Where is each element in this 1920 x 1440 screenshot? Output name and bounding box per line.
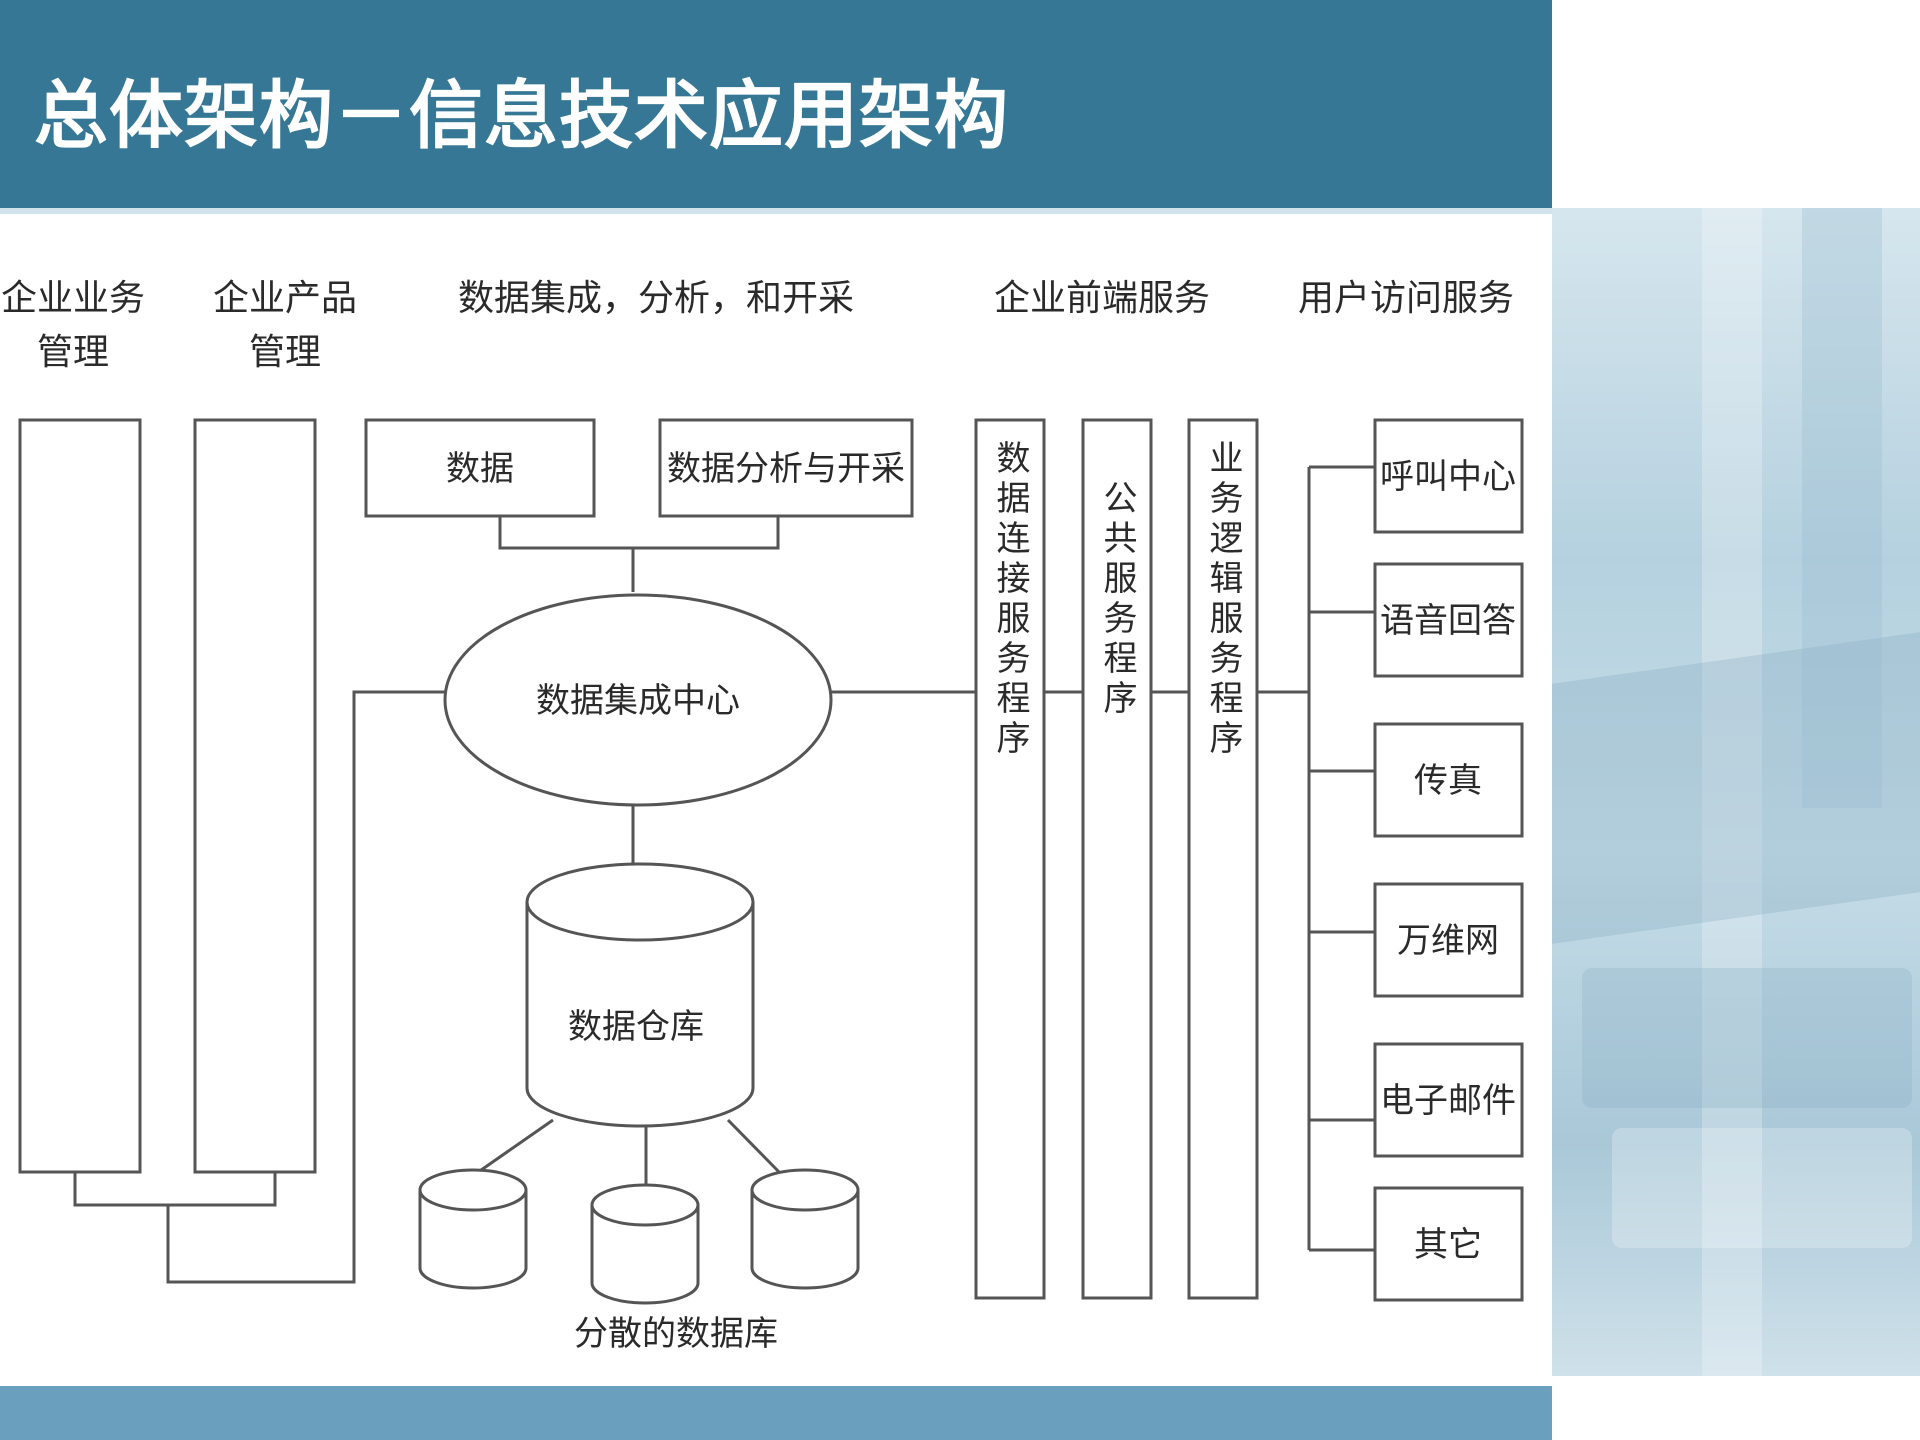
channel-box-voice [1373,562,1524,678]
page-title: 总体架构－信息技术应用架构 [34,73,1009,159]
channel-box-web [1373,882,1524,998]
business-logic-column [1187,418,1259,1300]
header-biz-mgmt-line1: 企业业务 [1,278,145,319]
data-connection-label: 数据连接服务程序 [990,440,1030,760]
channel-email: 电子邮件 [1380,1081,1516,1121]
channel-box-call-center [1373,418,1524,534]
warehouse-cylinder [525,902,755,1128]
footer-bar [0,1386,1552,1440]
header-frontend-services: 企业前端服务 [994,278,1210,319]
header-user-access: 用户访问服务 [1298,278,1514,319]
header-data-integration: 数据集成，分析，和开采 [458,278,854,319]
warehouse-label: 数据仓库 [568,1007,704,1047]
distributed-db-2 [590,1183,700,1305]
business-logic-label: 业务逻辑服务程序 [1203,440,1243,760]
data-analysis-label: 数据分析与开采 [667,449,905,489]
header-biz-mgmt-line2: 管理 [37,332,109,373]
public-service-column [1081,418,1153,1300]
data-connection-column [974,418,1046,1300]
data-analysis-box [658,418,914,518]
architecture-diagram: 企业业务 管理 企业产品 管理 数据集成，分析，和开采 企业前端服务 用户访问服… [1,278,1524,1354]
public-service-label: 公共服务程序 [1097,480,1137,720]
channel-web: 万维网 [1397,921,1499,961]
distributed-db-label: 分散的数据库 [574,1314,778,1354]
channel-box-email [1373,1042,1524,1158]
distributed-db-3 [750,1168,860,1290]
title-underline [0,208,1552,214]
data-label: 数据 [446,449,514,489]
integration-center-label: 数据集成中心 [536,681,740,721]
channel-voice: 语音回答 [1380,601,1516,641]
channel-fax: 传真 [1414,761,1482,801]
header-product-mgmt-line2: 管理 [249,332,321,373]
decorative-photo-panel [1552,208,1920,1376]
channel-box-other [1373,1186,1524,1302]
channel-other: 其它 [1414,1225,1482,1265]
title-bar: 总体架构－信息技术应用架构 [0,0,1552,208]
biz-mgmt-column [18,418,142,1174]
distributed-db-1 [418,1168,528,1290]
channel-call-center: 呼叫中心 [1380,457,1516,497]
integration-center-ellipse [443,593,833,807]
product-mgmt-column [193,418,317,1174]
data-box [364,418,596,518]
channel-box-fax [1373,722,1524,838]
header-product-mgmt-line1: 企业产品 [213,278,357,319]
